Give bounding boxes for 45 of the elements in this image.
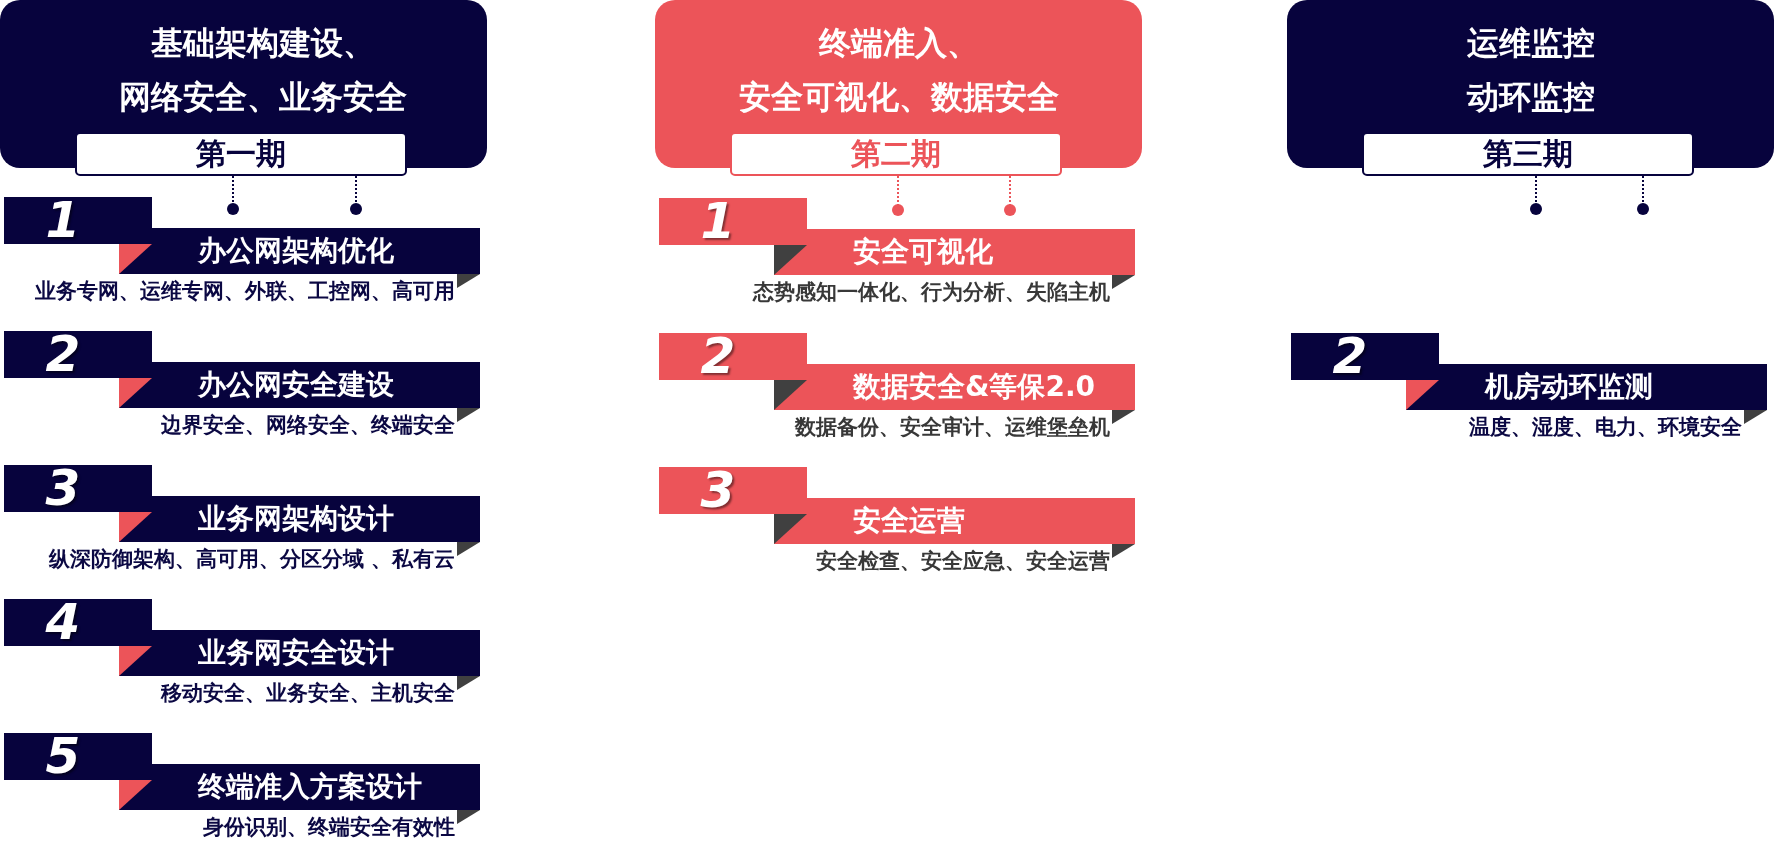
phase-tag: 第二期 [730,132,1062,176]
phase-header [655,0,1142,176]
item-description: 业务专网、运维专网、外联、工控网、高可用 [35,278,455,304]
phase-tag: 第三期 [1362,132,1694,176]
item-description: 边界安全、网络安全、终端安全 [161,412,455,438]
number-tab: 2 [1291,333,1439,380]
number-tab: 2 [4,331,152,378]
number-tab: 3 [4,465,152,512]
title-ribbon: 安全可视化 [774,229,1135,275]
number-tab: 2 [659,333,807,380]
dotted-connector [1530,175,1542,215]
title-ribbon: 数据安全&等保2.0 [774,364,1135,410]
number-tab: 3 [659,467,807,514]
number-tab: 1 [659,198,807,245]
title-ribbon: 办公网安全建设 [119,362,480,408]
dotted-connector [350,175,362,215]
dotted-connector [1004,175,1016,216]
phase-tag: 第一期 [75,132,407,176]
item-description: 温度、湿度、电力、环境安全 [1469,414,1742,440]
item-description: 数据备份、安全审计、运维堡垒机 [795,414,1110,440]
phase-header [0,0,487,176]
title-ribbon: 办公网架构优化 [119,228,480,274]
number-tab: 4 [4,599,152,646]
phase-title: 终端准入、 [818,23,979,64]
title-ribbon: 业务网安全设计 [119,630,480,676]
phase-title: 基础架构建设、 [150,23,375,64]
phase-title: 运维监控 [1466,23,1595,64]
dotted-connector [892,175,904,216]
phase-title: 动环监控 [1466,77,1595,118]
dotted-connector [1637,175,1649,215]
title-ribbon: 安全运营 [774,498,1135,544]
item-description: 移动安全、业务安全、主机安全 [161,680,455,706]
title-ribbon: 业务网架构设计 [119,496,480,542]
title-ribbon: 机房动环监测 [1406,364,1767,410]
item-description: 态势感知一体化、行为分析、失陷主机 [753,279,1110,305]
phase-title: 网络安全、业务安全 [118,77,407,118]
title-ribbon: 终端准入方案设计 [119,764,480,810]
item-description: 纵深防御架构、高可用、分区分域 、私有云 [48,546,455,572]
number-tab: 1 [4,197,152,244]
dotted-connector [227,175,239,215]
number-tab: 5 [4,733,152,780]
phase-header [1287,0,1774,176]
item-description: 安全检查、安全应急、安全运营 [816,548,1110,574]
phase-title: 安全可视化、数据安全 [738,77,1059,118]
item-description: 身份识别、终端安全有效性 [203,814,455,840]
